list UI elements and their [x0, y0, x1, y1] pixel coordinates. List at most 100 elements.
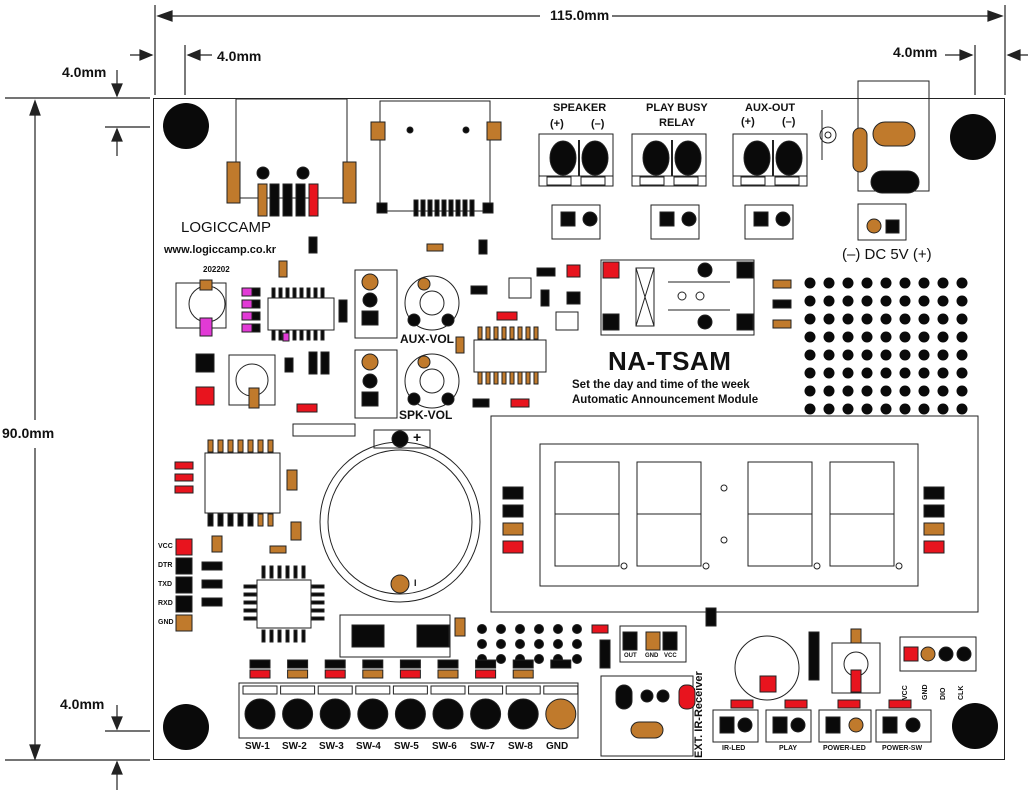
switch-terminal-pad: [282, 698, 314, 730]
smd-resistor: [475, 669, 497, 679]
prototype-pad: [918, 349, 930, 361]
header-pad: [477, 624, 487, 634]
mounting-hole-bottom-right: [952, 703, 998, 749]
prototype-pad: [842, 385, 854, 397]
smd-resistor: [399, 659, 421, 669]
switch-label-5: SW-5: [394, 741, 419, 752]
serial-pin-txd: TXD: [158, 581, 172, 588]
prototype-pad: [804, 385, 816, 397]
switch-terminal-pad: [357, 698, 389, 730]
prototype-pad: [804, 367, 816, 379]
brand-website: www.logiccamp.co.kr: [164, 244, 277, 256]
prototype-pad: [842, 331, 854, 343]
prototype-pad: [937, 385, 949, 397]
smd-resistor: [249, 659, 271, 669]
header-pad: [496, 624, 506, 634]
aux-out-label: AUX-OUT: [745, 102, 796, 114]
battery-minus: I: [414, 578, 417, 588]
rtc-pin-dio: DIO: [940, 687, 947, 700]
switch-label-7: SW-7: [470, 741, 495, 752]
prototype-pad: [880, 313, 892, 325]
dim-margin-left-top: 4.0mm: [62, 64, 107, 80]
dim-total-height: 90.0mm: [2, 425, 55, 441]
prototype-pad: [861, 403, 873, 415]
header-pad: [515, 624, 525, 634]
prototype-pad: [956, 295, 968, 307]
switch-terminal-pad: [507, 698, 539, 730]
pcb-board: [153, 98, 1005, 760]
switch-label-3: SW-3: [319, 741, 344, 752]
prototype-pad: [823, 367, 835, 379]
connector-label-power-sw: POWER-SW: [882, 745, 923, 752]
prototype-pad: [880, 331, 892, 343]
header-pad: [553, 639, 563, 649]
mounting-hole-bottom-left: [163, 704, 209, 750]
serial-pin-rxd: RXD: [158, 600, 173, 607]
module-title: NA-TSAM: [608, 346, 732, 376]
prototype-pad: [918, 403, 930, 415]
header-pad: [534, 639, 544, 649]
prototype-pad: [823, 295, 835, 307]
prototype-pad: [937, 295, 949, 307]
prototype-pad: [823, 403, 835, 415]
switch-terminal-pad: [545, 698, 577, 730]
speaker-plus: (+): [550, 118, 564, 130]
prototype-pad: [823, 277, 835, 289]
prototype-pad: [899, 331, 911, 343]
aux-vol-label: AUX-VOL: [400, 332, 454, 346]
prototype-pad: [956, 349, 968, 361]
prototype-pad: [937, 403, 949, 415]
serial-pin-dtr: DTR: [158, 562, 173, 569]
smd-resistor: [249, 669, 271, 679]
header-pad: [553, 624, 563, 634]
switch-label-4: SW-4: [356, 741, 381, 752]
prototype-pad: [880, 295, 892, 307]
prototype-pad: [823, 313, 835, 325]
header-pad: [572, 624, 582, 634]
prototype-pad: [880, 367, 892, 379]
module-subtitle-2: Automatic Announcement Module: [572, 394, 759, 406]
brand-name: LOGICCAMP: [181, 219, 272, 236]
ir-pin-out: OUT: [624, 653, 637, 659]
header-pad: [496, 654, 506, 664]
header-pad: [572, 654, 582, 664]
relay-label-2: RELAY: [659, 117, 696, 129]
prototype-pad: [804, 403, 816, 415]
prototype-pad: [861, 331, 873, 343]
dim-margin-left-side: 4.0mm: [217, 48, 262, 64]
connector-label-power-led: POWER-LED: [823, 745, 866, 752]
prototype-pad: [823, 385, 835, 397]
smd-resistor: [324, 659, 346, 669]
connector-label-ir-led: IR-LED: [722, 745, 746, 752]
prototype-pad: [861, 385, 873, 397]
relay-label-1: PLAY BUSY: [646, 102, 708, 114]
prototype-pad: [804, 295, 816, 307]
prototype-pad: [937, 277, 949, 289]
smd-resistor: [512, 669, 534, 679]
smd-resistor: [550, 659, 572, 669]
ir-pin-vcc: VCC: [664, 653, 677, 659]
prototype-pad: [823, 331, 835, 343]
header-pad: [515, 639, 525, 649]
prototype-pad: [880, 349, 892, 361]
mounting-hole-top-right: [950, 114, 996, 160]
smd-resistor: [512, 659, 534, 669]
prototype-pad: [918, 385, 930, 397]
dim-total-width: 115.0mm: [546, 7, 614, 23]
prototype-pad: [918, 277, 930, 289]
rtc-pin-gnd: GND: [922, 684, 929, 700]
aux-out-plus: (+): [741, 116, 755, 128]
switch-label-2: SW-2: [282, 741, 307, 752]
prototype-pad: [804, 313, 816, 325]
prototype-pad: [899, 385, 911, 397]
smd-resistor: [399, 669, 421, 679]
speaker-minus: (–): [591, 118, 605, 130]
prototype-pad: [937, 367, 949, 379]
prototype-pad: [880, 403, 892, 415]
prototype-pad: [918, 313, 930, 325]
header-pad: [572, 639, 582, 649]
prototype-pad: [899, 313, 911, 325]
spk-vol-label: SPK-VOL: [399, 408, 453, 422]
header-pad: [496, 639, 506, 649]
